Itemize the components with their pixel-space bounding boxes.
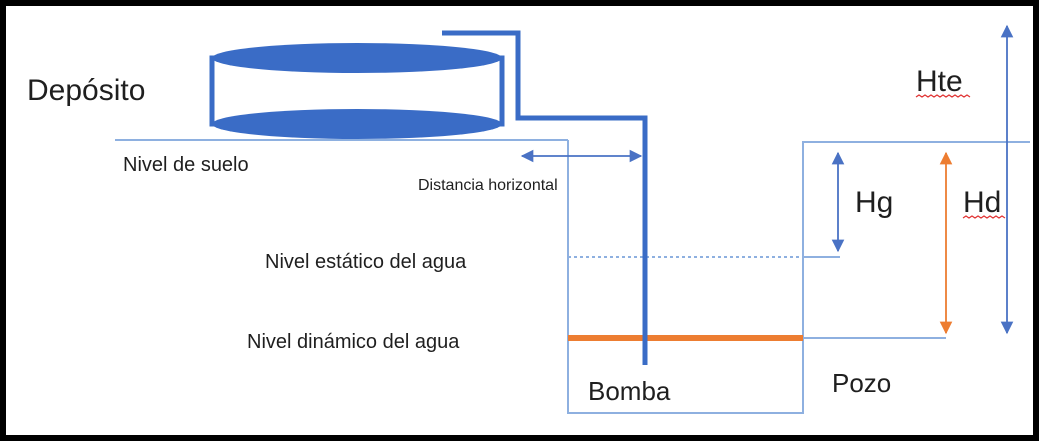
spellcheck-squiggle-hte [915, 94, 971, 98]
pump-pipe [442, 30, 648, 365]
well-outline [567, 140, 804, 414]
spellcheck-squiggle-hd [962, 215, 1006, 219]
label-nivel-suelo: Nivel de suelo [123, 154, 249, 176]
label-hd: Hd [963, 186, 1001, 219]
tank-top [212, 43, 502, 73]
label-distancia-horizontal: Distancia horizontal [418, 177, 558, 194]
label-pozo: Pozo [832, 368, 891, 398]
label-deposito: Depósito [27, 74, 145, 107]
label-bomba: Bomba [588, 376, 671, 406]
tank-bottom [212, 109, 502, 139]
label-nivel-dinamico: Nivel dinámico del agua [247, 331, 460, 353]
label-nivel-estatico: Nivel estático del agua [265, 251, 467, 273]
label-hte: Hte [916, 65, 963, 98]
label-hg: Hg [855, 186, 893, 219]
